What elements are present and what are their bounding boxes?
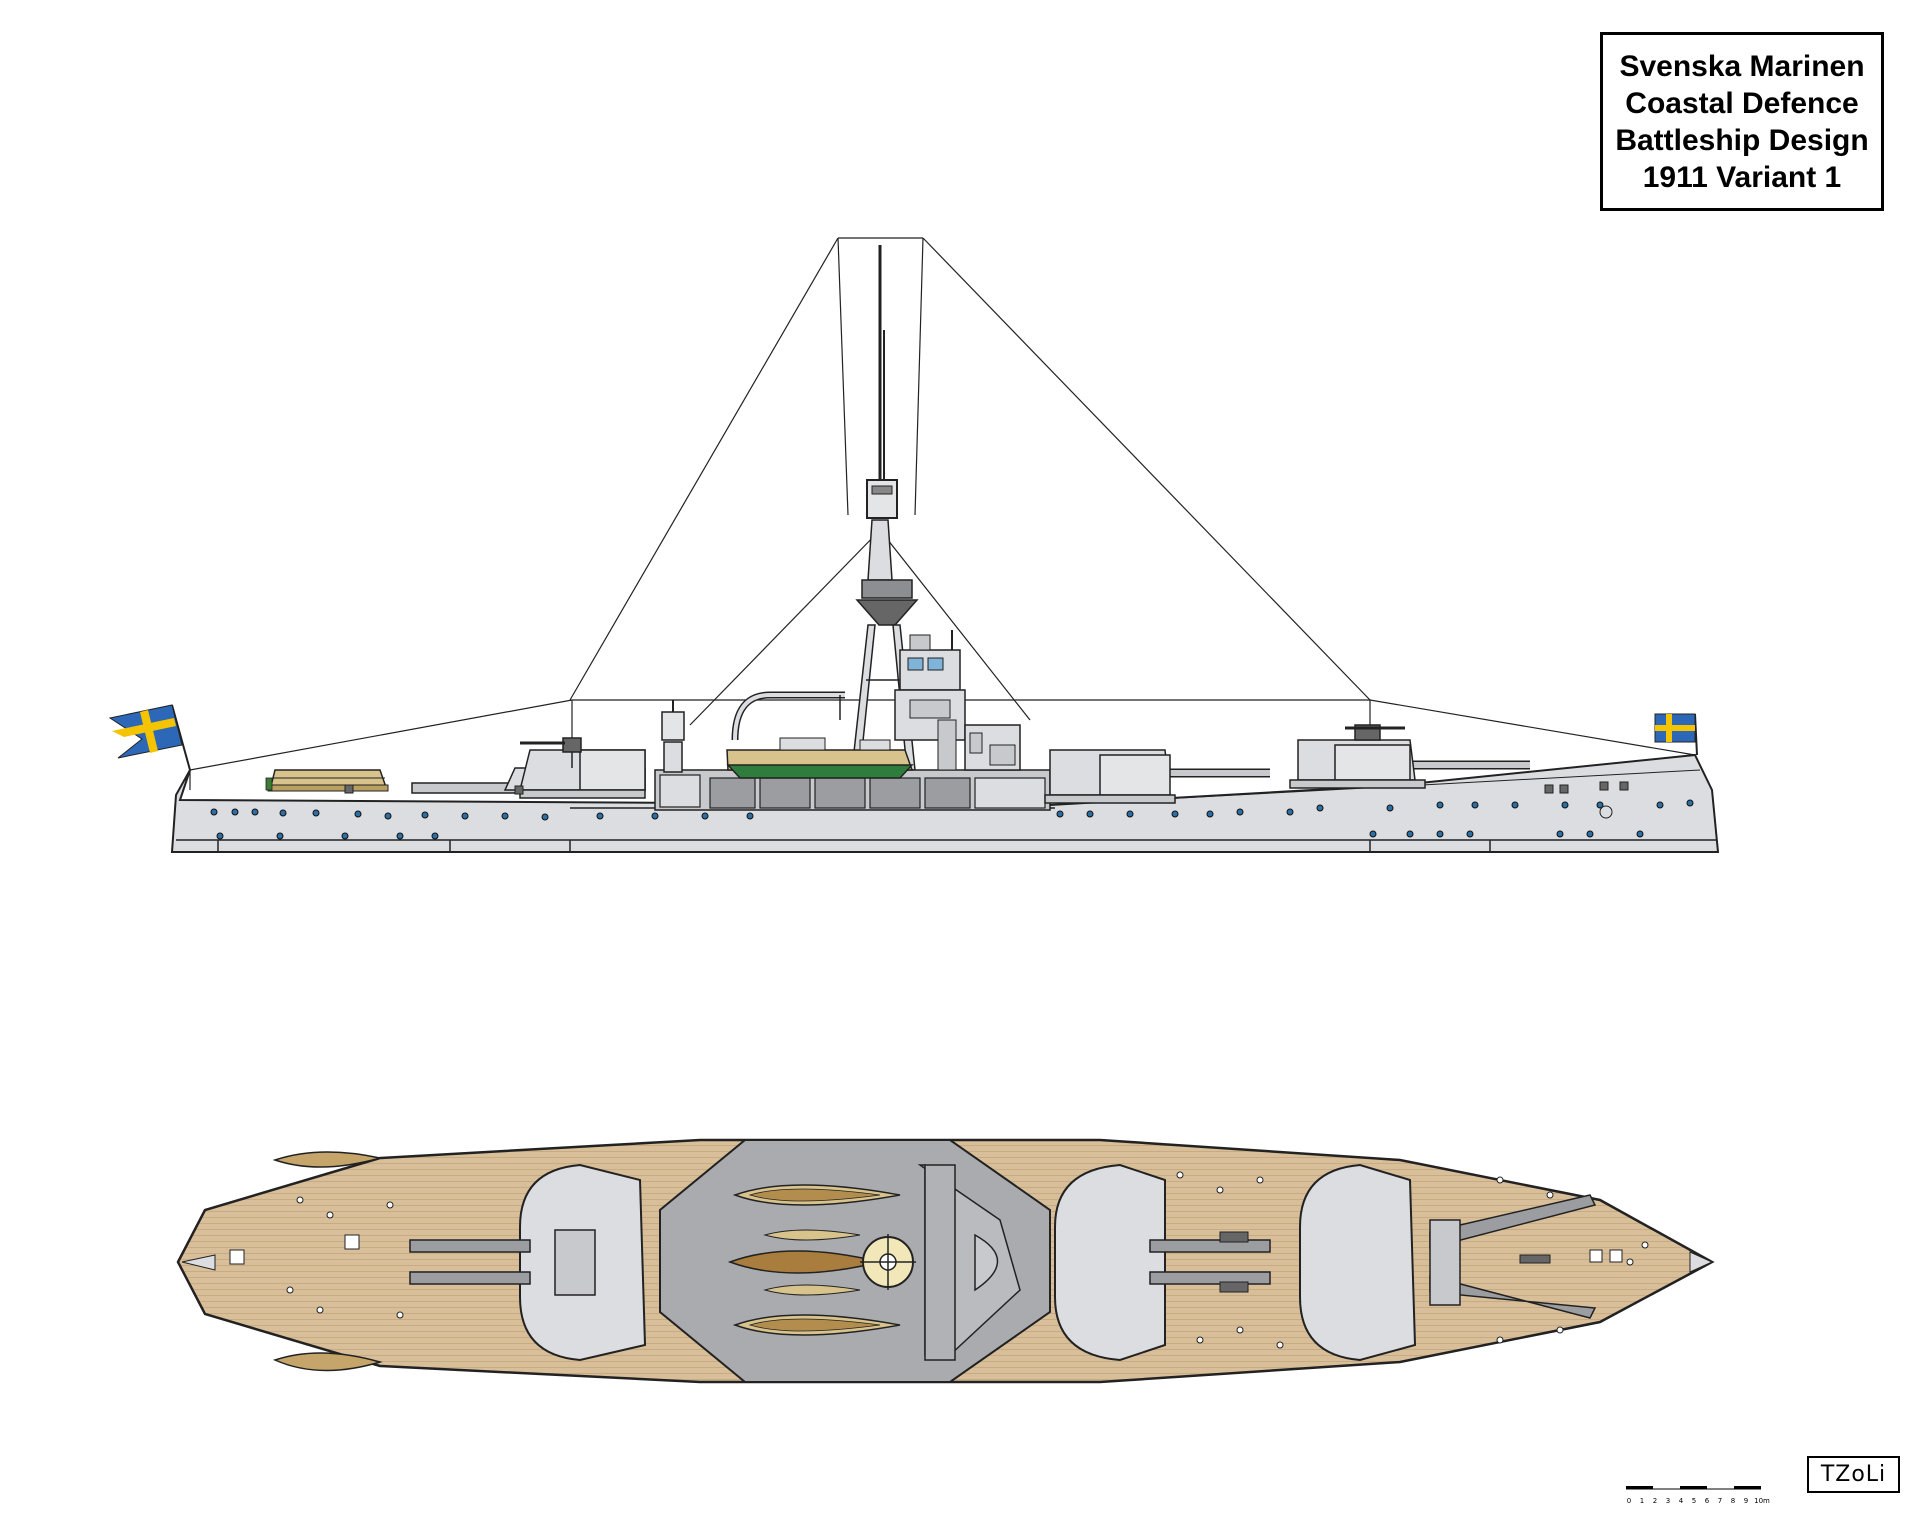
plan-deck-fittings	[229, 1171, 1649, 1349]
title-line-3: Battleship Design	[1615, 123, 1869, 157]
scale-tick-8: 8	[1731, 1497, 1735, 1505]
title-box: Svenska Marinen Coastal Defence Battlesh…	[1600, 32, 1884, 211]
scale-tick-10: 10m	[1754, 1497, 1770, 1505]
plan-aft-turret	[409, 1163, 647, 1362]
plan-mast-top	[860, 1234, 916, 1290]
scale-tick-6: 6	[1705, 1497, 1710, 1505]
scale-tick-2: 2	[1653, 1497, 1657, 1505]
scale-bar: 0 1 2 3 4 5 6 7 8 9 10m	[1626, 1486, 1770, 1505]
quarterdeck-boat	[265, 769, 389, 792]
scale-segment	[1734, 1486, 1761, 1489]
artist-signature: TZoLi	[1807, 1456, 1900, 1493]
side-profile	[108, 237, 1720, 853]
forecastle-fittings	[344, 781, 1629, 819]
scale-tick-4: 4	[1679, 1497, 1684, 1505]
scale-tick-0: 0	[1627, 1497, 1631, 1505]
plan-forward-turret-2	[1299, 1163, 1597, 1362]
title-line-1: Svenska Marinen	[1619, 49, 1865, 83]
aft-main-turret	[411, 749, 646, 799]
scale-tick-5: 5	[1692, 1497, 1696, 1505]
scale-segment	[1626, 1486, 1653, 1489]
scale-tick-1: 1	[1640, 1497, 1644, 1505]
portholes	[210, 799, 1694, 840]
plan-boats	[272, 1151, 901, 1372]
swedish-jack-icon	[1654, 713, 1698, 756]
motor-launch	[726, 737, 914, 779]
title-line-4: 1911 Variant 1	[1642, 160, 1842, 194]
scale-tick-7: 7	[1718, 1497, 1722, 1505]
forward-main-turret-1	[1044, 749, 1270, 804]
rigging	[189, 237, 1696, 790]
scale-tick-3: 3	[1666, 1497, 1670, 1505]
plan-forward-turret-1	[1054, 1163, 1271, 1362]
central-superstructure	[654, 630, 1051, 811]
scale-segment	[1680, 1486, 1707, 1489]
forward-main-turret-2	[1289, 724, 1530, 789]
plan-view	[176, 1138, 1715, 1384]
side-hull	[170, 753, 1720, 853]
scale-tick-9: 9	[1744, 1497, 1748, 1505]
title-line-2: Coastal Defence	[1625, 86, 1859, 120]
aft-machine-gun	[520, 737, 582, 768]
swedish-ensign-icon	[108, 704, 191, 771]
